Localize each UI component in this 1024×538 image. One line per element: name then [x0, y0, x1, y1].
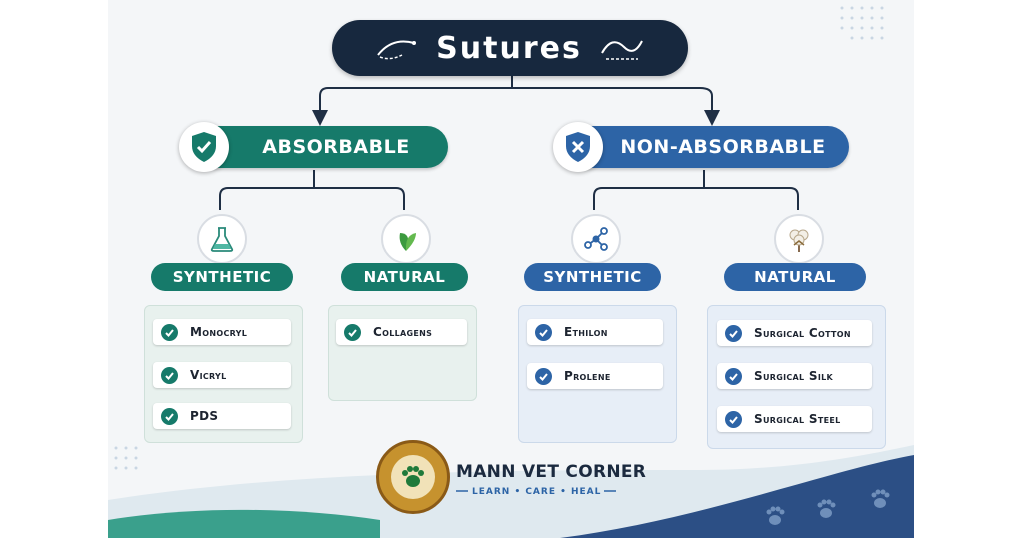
item-label: Collagens [373, 325, 433, 339]
check-icon [535, 367, 552, 385]
list-item: Collagens [336, 319, 467, 345]
molecule-icon [571, 214, 621, 264]
check-icon [535, 323, 552, 341]
check-icon [161, 366, 178, 384]
connector-title-branch [319, 87, 713, 116]
item-label: Prolene [564, 369, 611, 383]
list-item: Surgical Silk [717, 363, 872, 389]
list-item: Surgical Steel [717, 406, 872, 432]
shield-x-icon [553, 122, 603, 172]
group-label: SYNTHETIC [543, 268, 642, 286]
group-pill-absorbable-natural: NATURAL [341, 263, 468, 291]
brand-tagline: LEARN • CARE • HEAL [472, 487, 602, 497]
list-item: Prolene [527, 363, 663, 389]
brand-name: MANN VET CORNER [456, 462, 647, 482]
paw-prints [766, 489, 890, 525]
paw-icon [391, 455, 435, 499]
group-pill-absorbable-synthetic: SYNTHETIC [151, 263, 293, 291]
connector-nonabs-branch [593, 187, 799, 210]
list-item: PDS [153, 403, 291, 429]
needle-icon [377, 40, 417, 60]
item-label: Vicryl [190, 368, 227, 382]
title-pill: Sutures [332, 20, 688, 76]
check-icon [344, 323, 361, 341]
tagline-rules [456, 490, 616, 492]
list-item: Ethilon [527, 319, 663, 345]
item-label: Ethilon [564, 325, 608, 339]
group-pill-nonabs-natural: NATURAL [724, 263, 866, 291]
shield-check-icon [179, 122, 229, 172]
leaf-icon [381, 214, 431, 264]
category-label-non-absorbable: NON-ABSORBABLE [620, 136, 826, 158]
group-label: SYNTHETIC [172, 268, 272, 286]
cotton-icon [774, 214, 824, 264]
category-label-absorbable: ABSORBABLE [262, 136, 410, 158]
item-label: PDS [190, 409, 219, 423]
group-label: NATURAL [754, 268, 836, 286]
check-icon [725, 324, 742, 342]
connector-absorbable-branch [219, 187, 405, 210]
group-pill-nonabs-synthetic: SYNTHETIC [524, 263, 661, 291]
suture-thread-icon [600, 40, 643, 60]
list-item: Monocryl [153, 319, 291, 345]
item-label: Surgical Steel [754, 412, 841, 426]
dots-bottom-left [114, 446, 138, 470]
item-label: Surgical Cotton [754, 326, 851, 340]
check-icon [725, 410, 742, 428]
flask-icon [197, 214, 247, 264]
category-pill-absorbable: ABSORBABLE [196, 126, 448, 168]
category-pill-non-absorbable: NON-ABSORBABLE [567, 126, 849, 168]
page-title: Sutures [436, 30, 582, 66]
bottom-wave-green [108, 509, 380, 538]
check-icon [161, 323, 178, 341]
brand-logo [376, 440, 450, 514]
list-item: Surgical Cotton [717, 320, 872, 346]
dots-top-right [840, 6, 884, 40]
check-icon [161, 407, 178, 425]
group-label: NATURAL [363, 268, 446, 286]
list-item: Vicryl [153, 362, 291, 388]
item-label: Surgical Silk [754, 369, 833, 383]
item-label: Monocryl [190, 325, 248, 339]
check-icon [725, 367, 742, 385]
